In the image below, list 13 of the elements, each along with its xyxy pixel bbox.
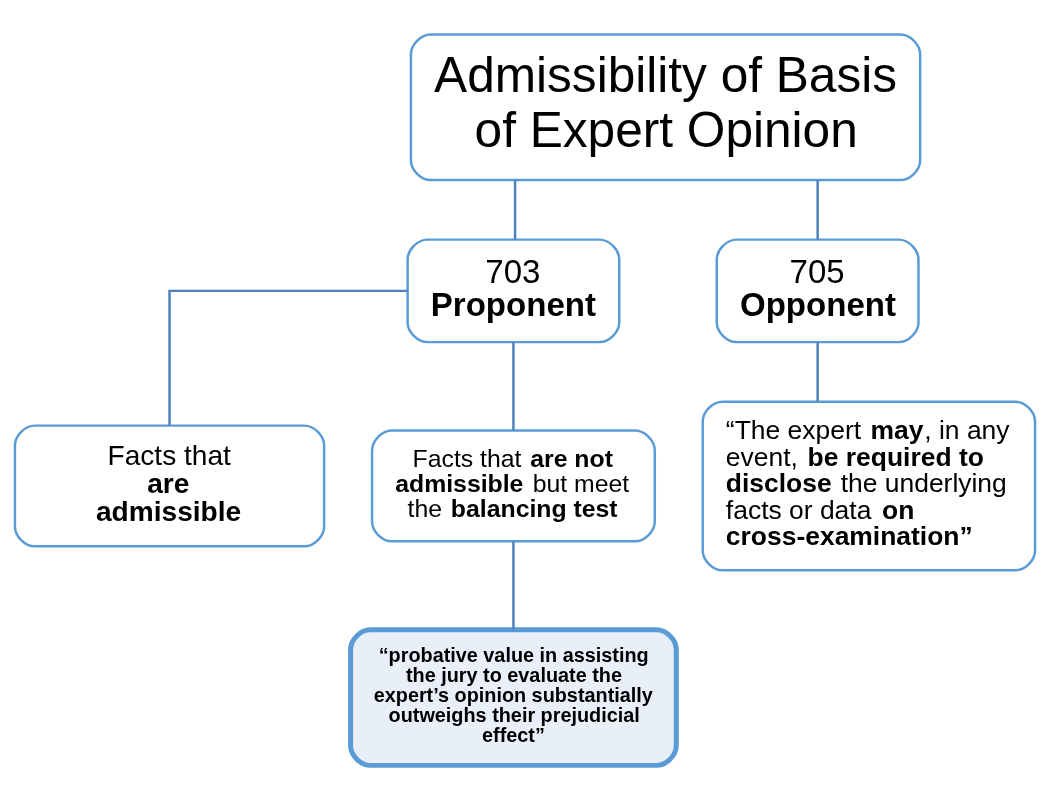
- connector: [513, 179, 517, 240]
- node-box: “The expert may, in any event, be required to disclose the underlying facts or data on cross-examination”: [701, 399, 1037, 572]
- node-box: 705 Opponent: [715, 237, 920, 343]
- connector: [168, 289, 408, 425]
- node-box: 703 Proponent: [406, 237, 621, 343]
- node-box: “probative value in assisting the jury to evaluate the expert’s opinion substantially outweighs their prejudicial effect”: [348, 626, 679, 768]
- connector: [512, 541, 515, 630]
- connector: [816, 341, 819, 401]
- node-box: Facts that are not admissible but meet the balancing test: [370, 428, 657, 543]
- connector: [512, 341, 515, 430]
- node-box: Facts that are admissible: [13, 423, 326, 548]
- node-box: Admissibility of Basis of Expert Opinion: [409, 32, 922, 181]
- connector: [816, 179, 819, 240]
